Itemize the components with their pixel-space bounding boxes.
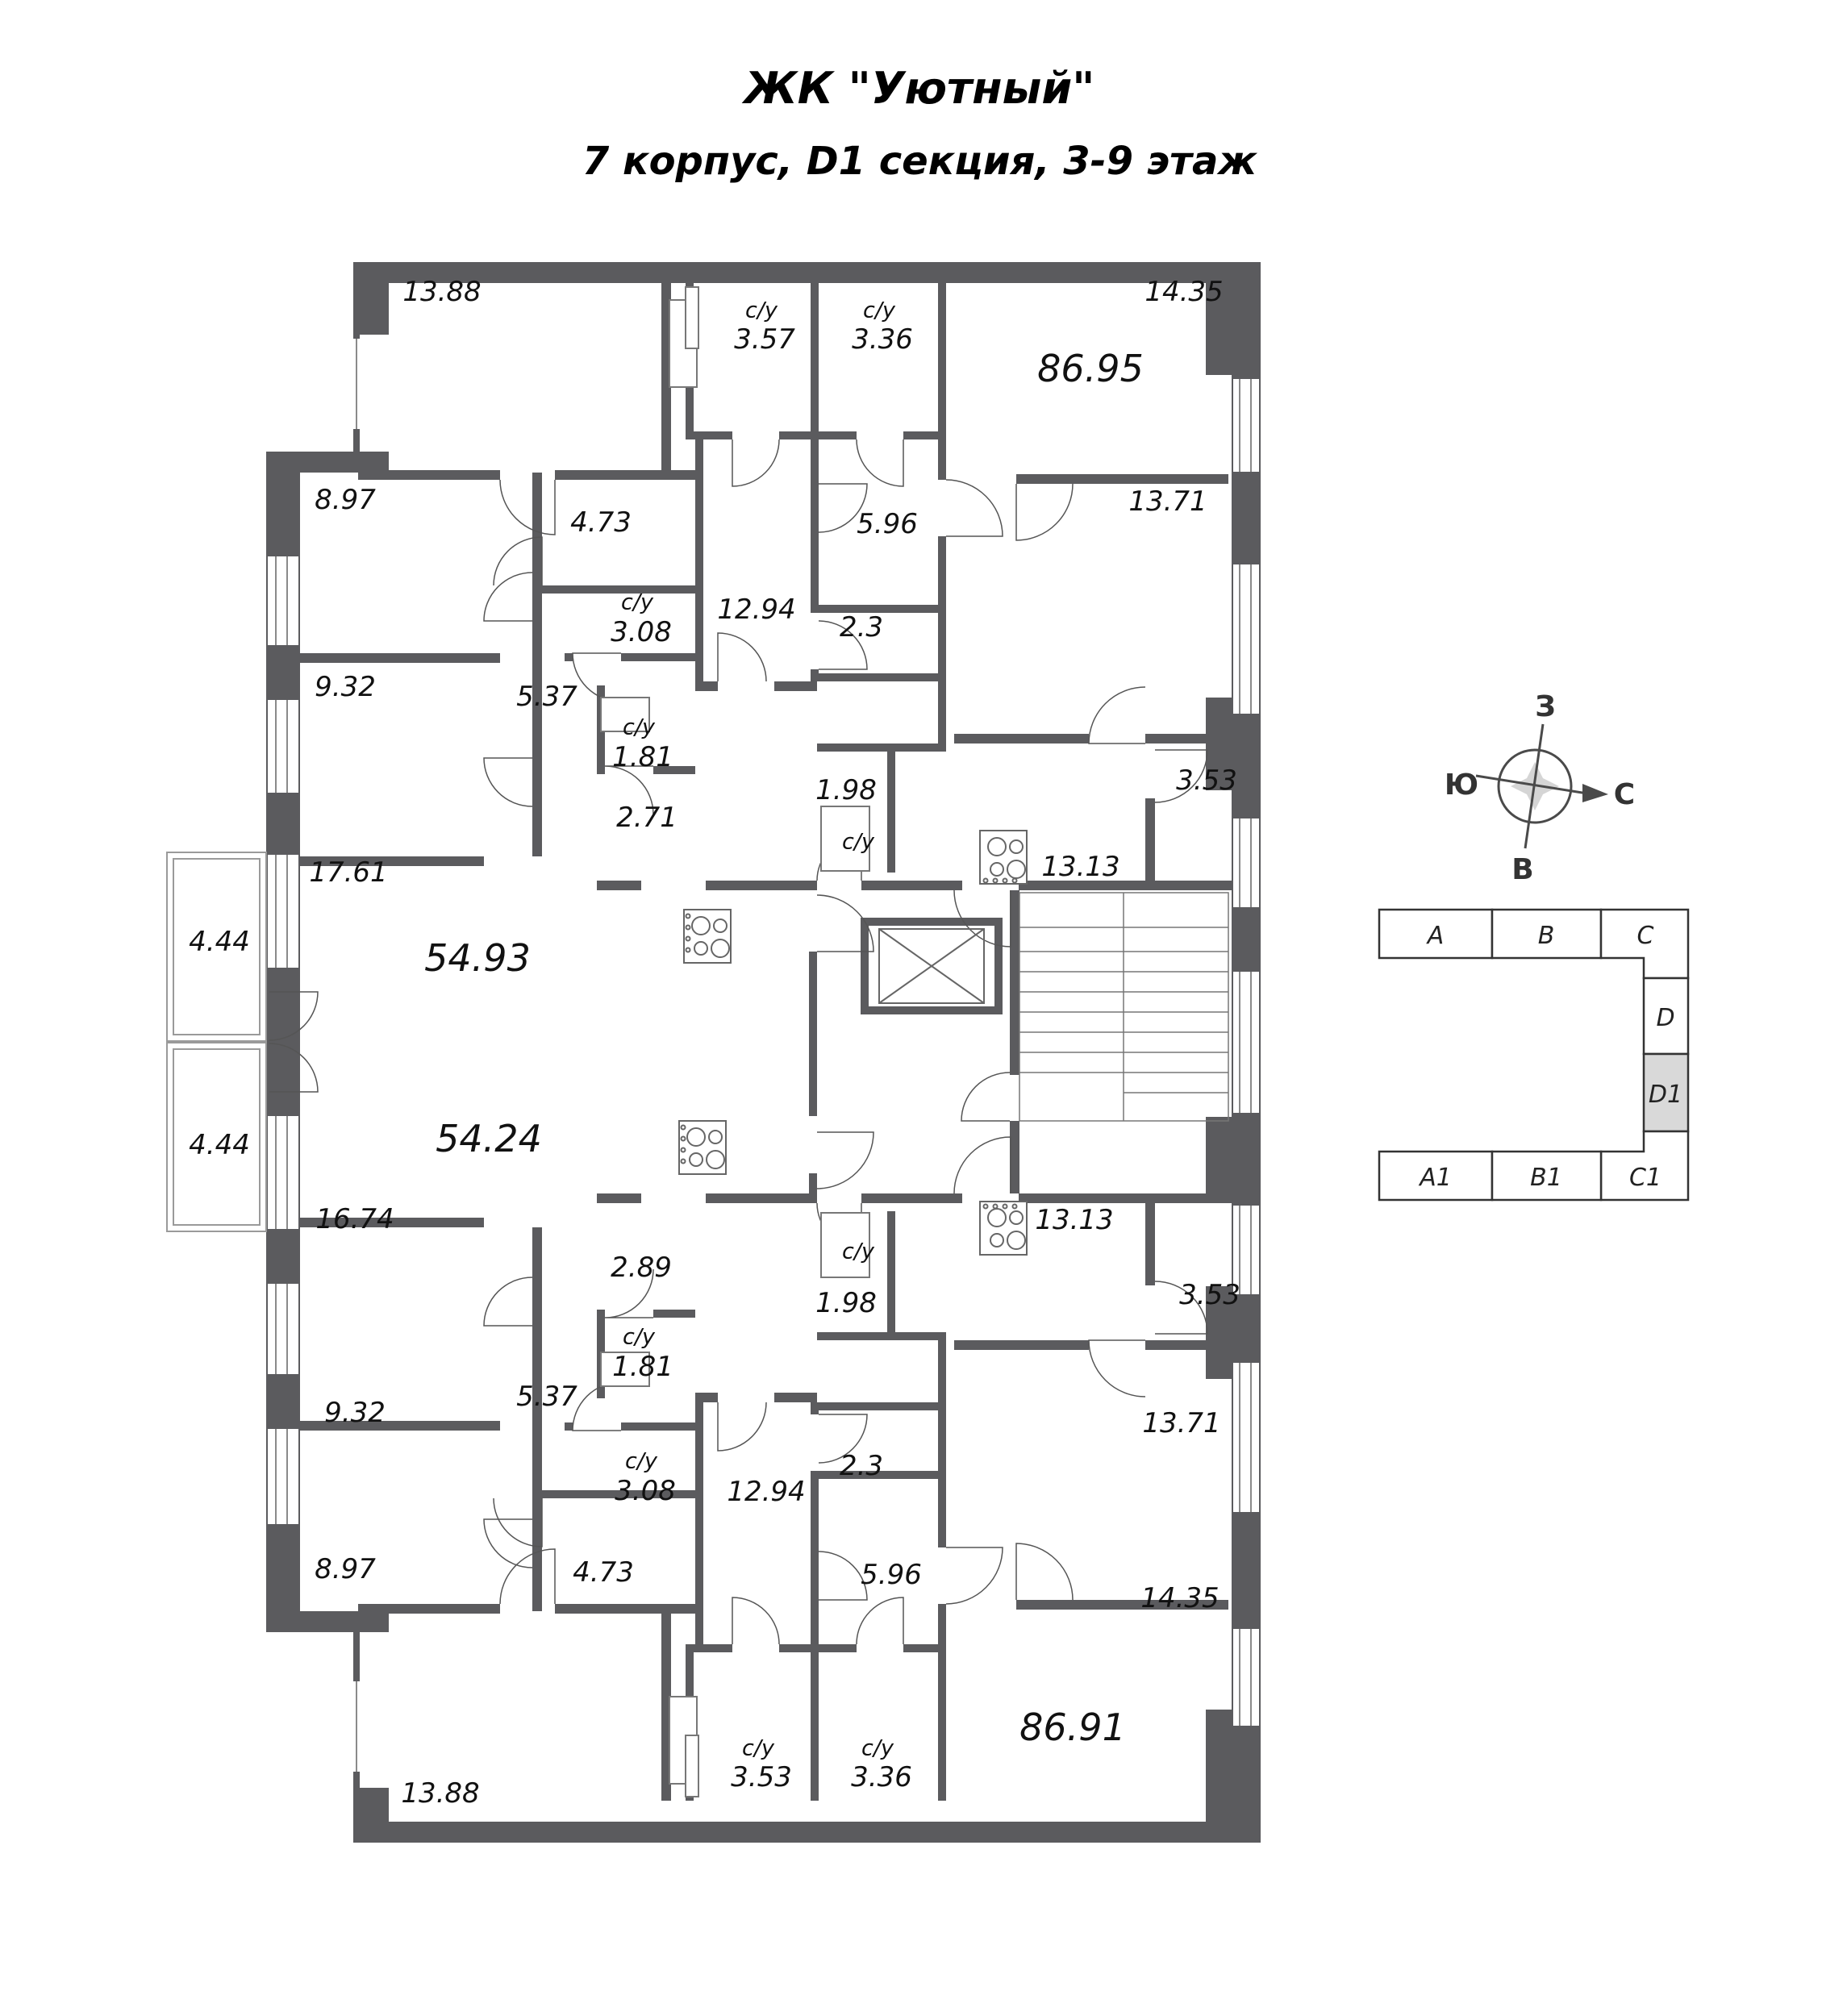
room-area-label: 5.96: [857, 508, 918, 540]
compass-label-bottom: В: [1511, 853, 1533, 886]
room-area-label: 16.74: [315, 1203, 394, 1235]
stove-icon: [678, 1120, 727, 1175]
stove-icon: [683, 909, 732, 964]
room-area-label: 13.88: [401, 1777, 480, 1810]
room-area-label: 3.53: [1176, 764, 1237, 797]
room-area-label: 14.35: [1140, 1582, 1220, 1614]
room-area-label: 3.53: [731, 1761, 792, 1793]
section-key-cell-a1: A1: [1418, 1164, 1452, 1192]
room-area-label: 54.24: [436, 1117, 542, 1160]
room-area-label: 86.91: [1019, 1706, 1126, 1749]
room-type-label: с/у: [863, 298, 895, 323]
room-type-label: с/у: [861, 1735, 894, 1761]
room-area-label: 17.61: [309, 856, 388, 889]
room-type-label: с/у: [745, 298, 778, 323]
stove-icon: [979, 830, 1028, 885]
room-type-label: с/у: [625, 1448, 657, 1474]
room-area-label: 3.53: [1179, 1279, 1240, 1311]
stairs-icon: [1019, 892, 1229, 1122]
room-area-label: 8.97: [315, 1553, 376, 1585]
fixture-niche: [600, 286, 870, 1797]
room-type-label: с/у: [623, 714, 655, 740]
room-area-label: 5.96: [861, 1559, 922, 1591]
stove-icons: [678, 830, 1028, 1256]
room-area-label: 4.73: [570, 506, 632, 539]
room-area-label: 8.97: [315, 484, 376, 516]
room-area-label: 13.13: [1035, 1204, 1114, 1236]
room-area-label: 3.08: [611, 616, 672, 648]
room-area-label: 3.36: [851, 1761, 912, 1793]
room-area-label: 86.95: [1037, 347, 1144, 390]
room-area-label: 12.94: [727, 1476, 806, 1508]
room-type-label: с/у: [842, 1239, 874, 1264]
room-area-label: 9.32: [324, 1397, 386, 1429]
room-area-label: 13.88: [402, 276, 482, 308]
room-area-label: 13.13: [1041, 851, 1120, 883]
page-title: ЖК "Уютный": [744, 63, 1095, 114]
room-area-label: 2.3: [839, 611, 884, 644]
room-area-label: 3.36: [852, 323, 913, 356]
page-subtitle: 7 корпус, D1 секция, 3-9 этаж: [582, 139, 1257, 184]
walls-layer: [266, 262, 1261, 1843]
room-area-label: 12.94: [717, 594, 796, 626]
room-type-label: с/у: [623, 1324, 655, 1350]
room-area-label: 1.98: [815, 774, 877, 806]
section-key-cell-c1: C1: [1629, 1164, 1661, 1192]
section-key-cell-b1: B1: [1530, 1164, 1562, 1192]
compass-label-right: С: [1614, 778, 1635, 811]
balcony-outline: [166, 852, 267, 1232]
section-key: A B C D D1 C1 B1 A1: [1378, 908, 1690, 1202]
compass-icon: З Ю С В: [1445, 690, 1635, 886]
compass-label-left: Ю: [1445, 768, 1478, 802]
section-key-cell-d1: D1: [1649, 1081, 1682, 1109]
room-area-label: 1.81: [612, 741, 673, 773]
elevator-icon: [878, 928, 985, 1004]
room-area-label: 14.35: [1144, 276, 1224, 308]
windows-layer: [268, 339, 1259, 1772]
section-key-cell-c: C: [1637, 922, 1654, 950]
room-area-label: 4.44: [189, 926, 250, 958]
room-area-label: 3.57: [734, 323, 795, 356]
room-area-label: 5.37: [516, 681, 577, 713]
room-type-label: с/у: [621, 589, 653, 615]
room-area-label: 13.71: [1128, 485, 1207, 518]
room-area-label: 1.81: [612, 1351, 673, 1383]
room-area-label: 2.89: [611, 1252, 672, 1284]
room-type-label: с/у: [742, 1735, 774, 1761]
section-key-cell-b: B: [1538, 922, 1555, 950]
stove-icon: [979, 1201, 1028, 1256]
room-area-label: 5.37: [516, 1381, 577, 1413]
room-area-label: 4.44: [189, 1129, 250, 1161]
compass-label-top: З: [1535, 690, 1556, 723]
room-type-label: с/у: [842, 829, 874, 855]
room-area-label: 1.98: [815, 1287, 877, 1319]
section-key-cell-a: A: [1426, 922, 1445, 950]
room-area-label: 4.73: [573, 1556, 634, 1589]
room-area-label: 3.08: [615, 1475, 676, 1507]
room-area-label: 13.71: [1142, 1407, 1221, 1439]
room-area-label: 9.32: [315, 671, 376, 703]
section-key-cell-d: D: [1656, 1004, 1674, 1032]
room-area-label: 2.71: [616, 802, 678, 834]
room-area-label: 2.3: [839, 1450, 884, 1482]
room-area-label: 54.93: [424, 936, 531, 980]
